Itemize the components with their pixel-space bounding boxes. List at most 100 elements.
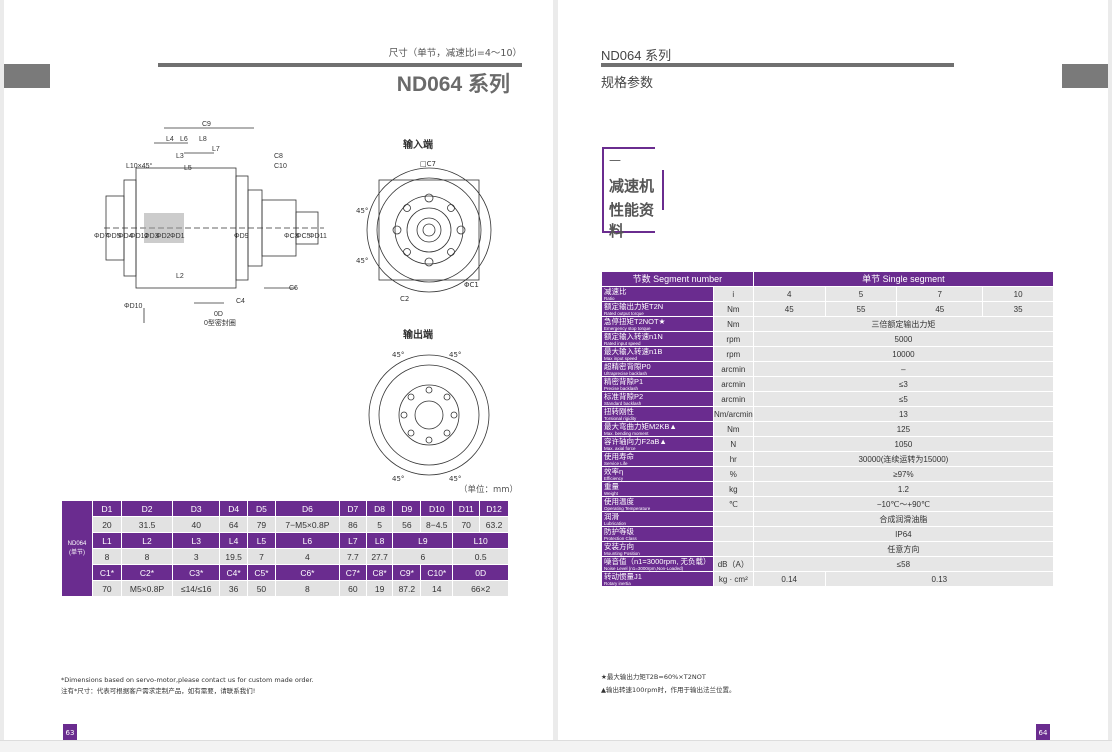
box-line2: 性能资料 — [609, 201, 655, 240]
perf-value: 10000 — [752, 346, 1055, 362]
perf-unit: Nm — [712, 316, 754, 332]
svg-text:C10: C10 — [274, 163, 287, 170]
param-en: Operating Temperature — [604, 506, 651, 511]
param-cn: 额定输出力矩T2N — [604, 302, 664, 311]
perf-unit: hr — [712, 451, 754, 467]
dim-header: C5* — [247, 564, 276, 581]
svg-text:ΦD1: ΦD1 — [170, 233, 185, 240]
model-sub: (单节) — [69, 549, 85, 556]
param-en: Protection Class — [604, 536, 637, 541]
dim-header: C6* — [274, 564, 340, 581]
dim-value: 5 — [365, 516, 394, 533]
performance-box: — 减速机 性能资料 — [602, 146, 665, 240]
dim-header: D11 — [452, 500, 481, 517]
dim-value: 8 — [274, 580, 340, 597]
svg-text:L10×45°: L10×45° — [126, 162, 153, 170]
dim-value: 8 — [120, 548, 174, 565]
perf-unit: Nm — [712, 421, 754, 437]
perf-value: 5000 — [752, 331, 1055, 347]
perf-value: 1.2 — [752, 481, 1055, 497]
perf-unit: arcmin — [712, 376, 754, 392]
dim-value: 66×2 — [452, 580, 509, 597]
param-en: Noise Level (n1=3000rpm,Non-Loaded) — [604, 566, 684, 571]
perf-value: 7 — [896, 286, 984, 302]
dim-value: 19 — [365, 580, 394, 597]
segment-header: 节数 Segment number — [601, 271, 754, 287]
left-rule — [158, 63, 522, 67]
dim-header: L9 — [392, 532, 454, 549]
svg-text:L4: L4 — [166, 136, 174, 143]
perf-unit: arcmin — [712, 361, 754, 377]
dim-header: C1* — [92, 564, 122, 581]
svg-text:L2: L2 — [176, 273, 184, 280]
perf-param-name: 急停扭矩T2NOT★Emergency stop torque — [601, 316, 714, 332]
dim-value: 14 — [420, 580, 454, 597]
right-edge-tab — [1062, 64, 1108, 88]
dim-header: D3 — [172, 500, 221, 517]
dim-value: 8 — [92, 548, 122, 565]
perf-value: 1050 — [752, 436, 1055, 452]
dim-value: 86 — [338, 516, 367, 533]
dim-header: D8 — [365, 500, 394, 517]
dim-header: D12 — [479, 500, 509, 517]
dim-header: 0D — [452, 564, 509, 581]
dim-header: D1 — [92, 500, 122, 517]
perf-value: −10℃～+90℃ — [752, 496, 1055, 512]
svg-text:L3: L3 — [176, 153, 184, 160]
unit-label: （单位：mm） — [459, 485, 519, 495]
param-cn: 效率η — [604, 467, 624, 476]
perf-value: 任意方向 — [752, 541, 1055, 557]
perf-unit: dB（A） — [712, 556, 754, 572]
box-line1: 减速机 — [609, 177, 655, 195]
box-dash: — — [609, 153, 621, 167]
perf-unit: i — [712, 286, 754, 302]
perf-value: 55 — [824, 301, 898, 317]
perf-value: 5 — [824, 286, 898, 302]
perf-unit: kg · cm² — [712, 571, 754, 587]
perf-unit: arcmin — [712, 391, 754, 407]
note-2: ▲输出转速100rpm时，作用于输出法兰位置。 — [601, 686, 736, 694]
dim-value: 70 — [92, 580, 122, 597]
param-cn: 急停扭矩T2NOT★ — [604, 317, 666, 326]
perf-value: IP64 — [752, 526, 1055, 542]
dim-value: ≤14/≤16 — [172, 580, 221, 597]
right-rule — [601, 63, 954, 67]
right-page: ND064 系列 规格参数 — 减速机 性能资料 节数 Segment numb… — [558, 0, 1108, 740]
perf-value: 三倍额定输出力矩 — [752, 316, 1055, 332]
perf-value: ≤3 — [752, 376, 1055, 392]
svg-text:0D: 0D — [214, 311, 223, 318]
param-cn: 使用温度 — [604, 497, 634, 506]
svg-text:L8: L8 — [199, 136, 207, 143]
dim-header: D9 — [392, 500, 422, 517]
output-end-drawing: 45°45°45°45° — [368, 351, 490, 483]
dim-value: 20 — [92, 516, 122, 533]
dimension-table: ND064 (单节) D1 D2 D3 D4 D5 D6 D7 D8 D9 D1… — [61, 500, 509, 597]
perf-value: ≥97% — [752, 466, 1055, 482]
param-cn: 扭转刚性 — [604, 407, 634, 416]
note-1: ★最大输出力矩T2B=60%×T2NOT — [601, 673, 706, 681]
perf-value: 10 — [982, 286, 1054, 302]
svg-text:45°: 45° — [356, 207, 368, 215]
dim-value: 8−4.5 — [420, 516, 454, 533]
svg-text:L6: L6 — [180, 136, 188, 143]
dim-value: 63.2 — [479, 516, 509, 533]
svg-text:ΦC5: ΦC5 — [296, 233, 311, 240]
model-name: ND064 — [67, 540, 87, 547]
param-cn: 容许轴向力F2aB▲ — [604, 437, 667, 446]
